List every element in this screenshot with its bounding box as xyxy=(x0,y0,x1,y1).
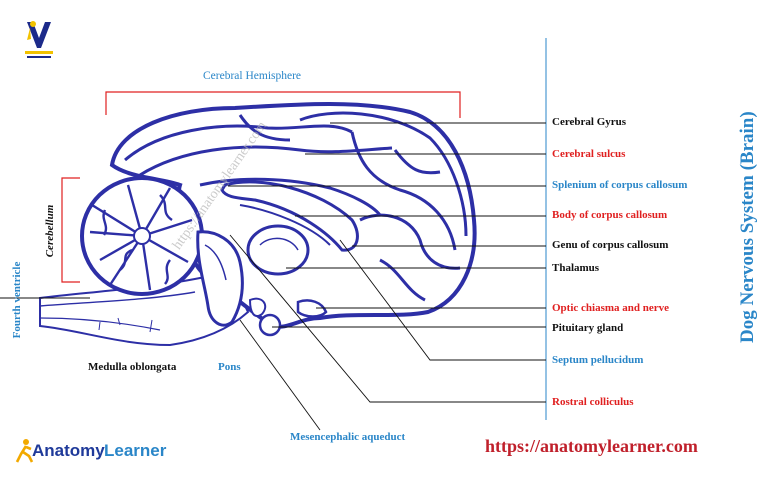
cerebral-hemisphere-bracket xyxy=(105,91,461,118)
label-fourth-ventricle: Fourth ventricle xyxy=(11,261,23,339)
logo-text-anatomy: Anatomy xyxy=(32,441,105,460)
label-thalamus: Thalamus xyxy=(552,262,600,274)
label-cerebral-hemisphere: Cerebral Hemisphere xyxy=(203,70,302,82)
label-medulla-oblongata: Medulla oblongata xyxy=(88,361,177,373)
label-cerebral-gyrus: Cerebral Gyrus xyxy=(552,116,627,128)
optic-chiasm-shape xyxy=(296,299,328,318)
label-pituitary-gland: Pituitary gland xyxy=(552,322,624,334)
website-link[interactable]: https://anatomylearner.com xyxy=(485,436,698,456)
diagram-title: Dog Nervous System (Brain) xyxy=(737,111,758,343)
anatomy-learner-logo-icon xyxy=(25,21,53,58)
label-rostral-colliculus: Rostral colliculus xyxy=(552,396,634,408)
label-pons: Pons xyxy=(218,361,241,373)
logo-text-learner: Learner xyxy=(104,441,167,460)
label-cerebral-sulcus: Cerebral sulcus xyxy=(552,148,626,160)
pituitary-shape xyxy=(258,313,282,337)
label-optic-chiasma: Optic chiasma and nerve xyxy=(552,302,670,314)
label-cerebellum: Cerebellum xyxy=(44,204,56,258)
corpus-callosum xyxy=(220,180,359,252)
label-body-corpus-callosum: Body of corpus callosum xyxy=(552,209,668,221)
pons-shape xyxy=(196,230,244,327)
label-mesencephalic-aqueduct: Mesencephalic aqueduct xyxy=(290,431,406,443)
runner-icon xyxy=(15,439,34,463)
label-splenium: Splenium of corpus callosum xyxy=(552,179,688,191)
label-genu: Genu of corpus callosum xyxy=(552,239,669,251)
anatomy-learner-bottom-logo: Anatomy Learner xyxy=(14,438,174,468)
cerebellum-bracket xyxy=(61,177,80,283)
label-septum-pellucidum: Septum pellucidum xyxy=(552,354,644,366)
thalamus-shape xyxy=(246,224,310,276)
